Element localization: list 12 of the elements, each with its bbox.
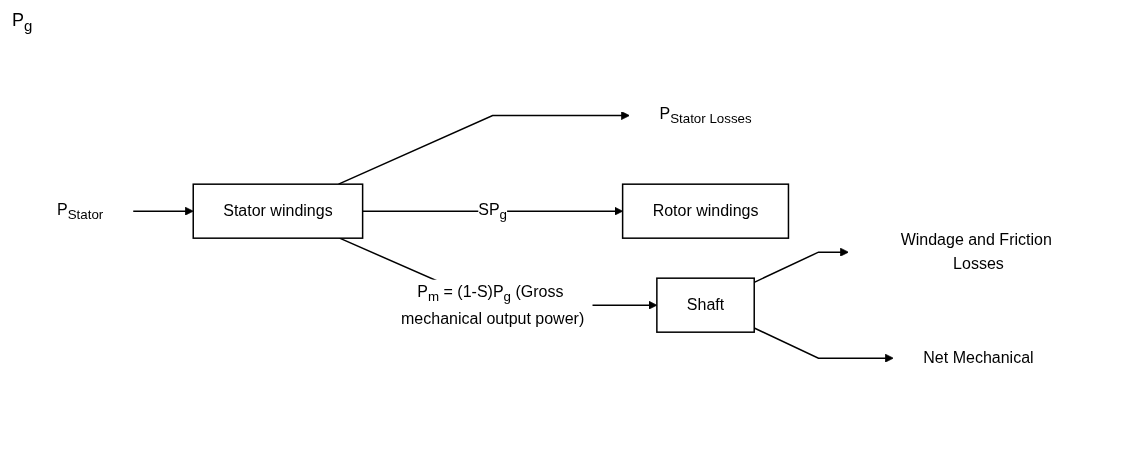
- node-box: Shaft: [656, 277, 756, 334]
- node-box: Rotor windings: [622, 183, 790, 240]
- power-label: P$_{g}$: [12, 10, 33, 34]
- edge-label: P$_{m}$ = (1-S)P$_{g}$ (Gross mechanical output power): [401, 282, 585, 328]
- arrow: [338, 111, 631, 186]
- node-box: Stator windings: [192, 183, 364, 240]
- node-text: P$_{Stator Losses}$: [659, 105, 752, 127]
- node-text: P$_{Stator}$: [57, 200, 104, 223]
- node-text: Windage and Friction Losses: [900, 231, 1053, 273]
- arrow: [132, 207, 194, 216]
- node-text: Net Mechanical: [923, 349, 1034, 367]
- edge-label: SP$_{g}$: [478, 200, 508, 223]
